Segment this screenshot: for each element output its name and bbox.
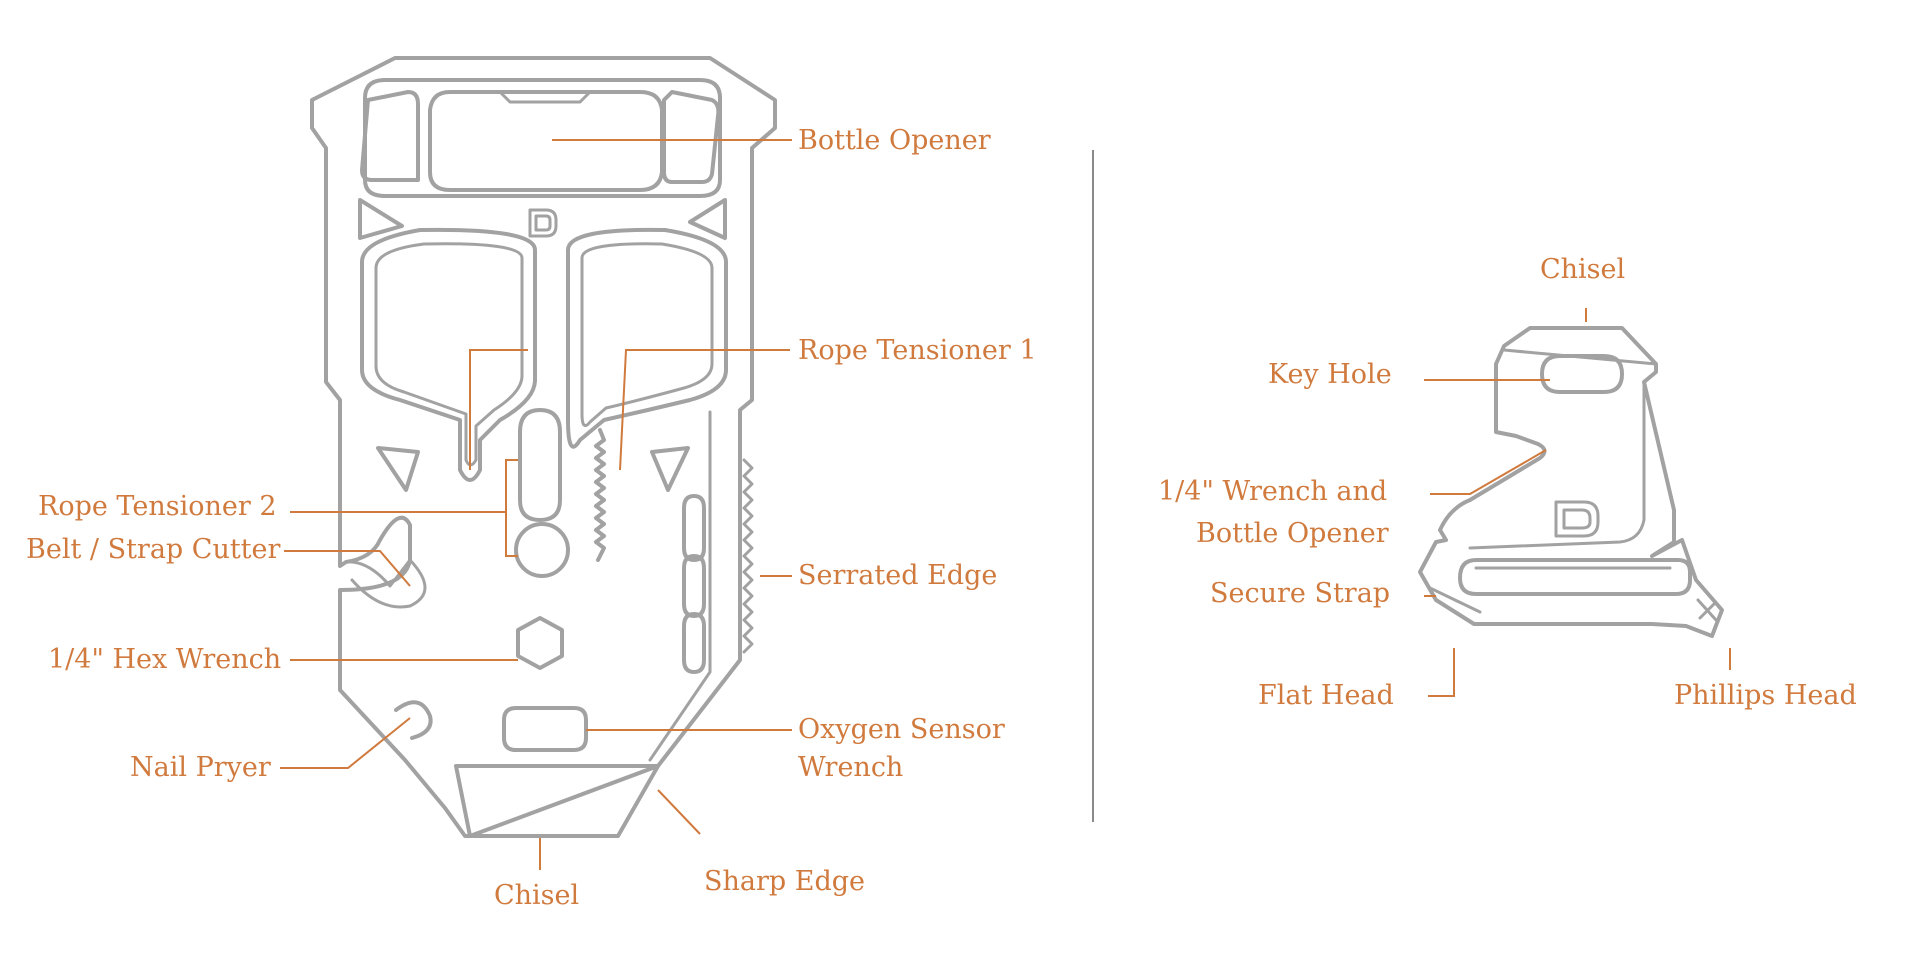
label-flat-head: Flat Head — [1258, 680, 1394, 711]
right-triangle-lower — [650, 446, 690, 492]
chisel-plate — [454, 764, 660, 838]
labels: Bottle Opener Rope Tensioner 1 Rope Tens… — [26, 125, 1857, 911]
top-right-window — [662, 90, 721, 184]
label-chisel-right: Chisel — [1540, 254, 1625, 285]
serrated-edge — [742, 458, 754, 654]
label-phillips-head: Phillips Head — [1674, 680, 1857, 711]
label-oxygen-sensor-line1: Oxygen Sensor — [798, 714, 1005, 745]
bottle-opener-slot — [428, 90, 664, 192]
left-large-window — [360, 227, 537, 482]
leader-wrench-bottle — [1430, 449, 1547, 495]
leader-nail-pryer — [280, 717, 411, 769]
clip-brand-logo-icon — [1554, 500, 1600, 538]
leader-rope-tensioner-1 — [619, 349, 790, 471]
label-oxygen-sensor-line2: Wrench — [798, 752, 903, 783]
clip-side-bevel — [1468, 380, 1646, 550]
left-large-window-inner — [374, 242, 524, 467]
label-secure-strap: Secure Strap — [1210, 578, 1390, 609]
leader-belt-cutter — [284, 550, 411, 587]
label-wrench-bottle-line2: Bottle Opener — [1196, 518, 1389, 549]
flat-head-tip — [1428, 586, 1482, 614]
rope-tensioner-1-serrated-slot — [594, 428, 606, 562]
label-serrated-edge: Serrated Edge — [798, 560, 997, 591]
leader-flat-head — [1428, 648, 1455, 697]
label-hex-wrench: 1/4" Hex Wrench — [48, 644, 281, 675]
right-large-window — [566, 227, 728, 449]
side-slot-bottom — [682, 612, 706, 674]
label-sharp-edge: Sharp Edge — [704, 866, 865, 897]
secure-strap-slot — [1458, 558, 1692, 596]
belt-cutter-hook — [344, 558, 427, 609]
label-bottle-opener: Bottle Opener — [798, 125, 991, 156]
label-belt-strap-cutter: Belt / Strap Cutter — [26, 534, 281, 565]
label-chisel-left: Chisel — [494, 880, 579, 911]
leader-rope-tensioner-2-upper — [469, 349, 528, 470]
round-hole — [514, 522, 570, 578]
top-left-window — [360, 90, 420, 182]
right-large-window-inner — [580, 242, 714, 428]
label-key-hole: Key Hole — [1268, 359, 1392, 390]
left-triangle-upper — [358, 198, 404, 240]
hex-wrench-hole — [516, 616, 564, 670]
leader-lines — [280, 139, 1731, 870]
side-slot-middle — [682, 554, 706, 618]
label-wrench-bottle-line1: 1/4" Wrench and — [1158, 476, 1387, 507]
oxygen-sensor-slot — [502, 706, 588, 752]
multi-tool-drawing — [310, 56, 777, 838]
nail-pryer-notch — [394, 700, 433, 740]
left-triangle-lower — [376, 446, 420, 492]
leader-rope-tensioner-2 — [290, 459, 518, 513]
side-slot-top — [682, 494, 706, 562]
label-nail-pryer: Nail Pryer — [130, 752, 271, 783]
top-frame — [363, 78, 722, 198]
phillips-head-tip — [1696, 598, 1718, 622]
clip-tool-drawing — [1418, 326, 1724, 638]
label-rope-tensioner-1: Rope Tensioner 1 — [798, 335, 1037, 366]
bottle-opener-lip — [498, 90, 592, 104]
key-hole-slot — [1540, 354, 1624, 394]
rope-tensioner-2-slot — [518, 408, 562, 522]
leader-rope-tensioner-2-lower — [505, 512, 518, 557]
leader-sharp-edge — [657, 789, 701, 835]
right-triangle-upper — [688, 198, 727, 240]
brand-logo-icon — [528, 208, 558, 238]
label-rope-tensioner-2: Rope Tensioner 2 — [38, 491, 277, 522]
clip-tool-outline — [1418, 326, 1724, 638]
